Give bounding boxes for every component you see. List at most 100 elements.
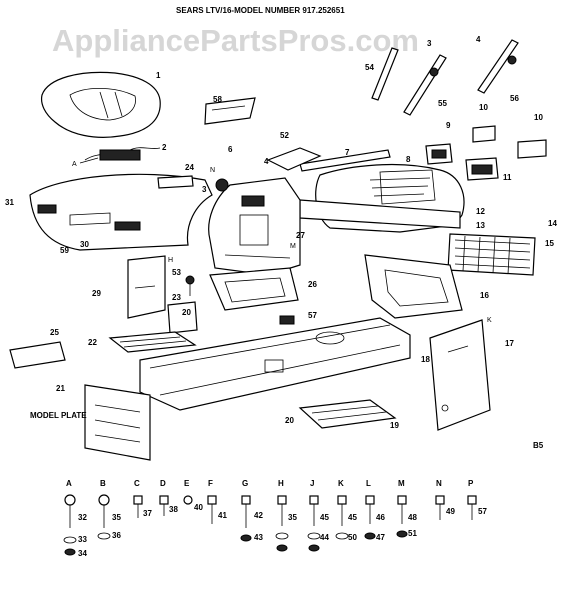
callout-27: 27 bbox=[296, 231, 305, 240]
hardware-p bbox=[467, 495, 477, 520]
callout-10-right: 10 bbox=[534, 113, 543, 122]
diagram-title: SEARS LTV/16-MODEL NUMBER 917.252651 bbox=[176, 6, 345, 15]
hw-letter-n: N bbox=[436, 479, 442, 488]
lens-part-9 bbox=[425, 143, 453, 165]
callout-17: 17 bbox=[505, 339, 514, 348]
callout-3: 3 bbox=[202, 185, 207, 194]
wire-harness-part-2 bbox=[79, 147, 161, 164]
knob-part-5 bbox=[215, 178, 229, 192]
decal-part-24 bbox=[157, 175, 194, 189]
hw-letter-h: H bbox=[278, 479, 284, 488]
rod-part-55 bbox=[403, 54, 447, 116]
hw-num-37: 37 bbox=[143, 509, 152, 518]
callout-23: 23 bbox=[172, 293, 181, 302]
hw-num-38: 38 bbox=[169, 505, 178, 514]
hw-num-35: 35 bbox=[112, 513, 121, 522]
callout-9: 9 bbox=[446, 121, 451, 130]
callout-61: 59 bbox=[60, 246, 69, 255]
hw-letter-k: K bbox=[338, 479, 344, 488]
frame-part-18 bbox=[139, 317, 411, 411]
trim-strip-part-7 bbox=[299, 149, 391, 172]
clip-part-59 bbox=[279, 315, 295, 325]
fender-part-30 bbox=[29, 173, 213, 251]
callout-letter-m: M bbox=[290, 243, 296, 250]
callout-53: 53 bbox=[172, 268, 181, 277]
callout-31: 31 bbox=[5, 198, 14, 207]
callout-16: 16 bbox=[480, 291, 489, 300]
hw-num-45-k: 45 bbox=[348, 513, 357, 522]
hw-num-32: 32 bbox=[78, 513, 87, 522]
hw-letter-j: J bbox=[310, 479, 314, 488]
callout-3-top: 3 bbox=[427, 39, 432, 48]
hardware-j bbox=[307, 495, 321, 552]
grille-part-15 bbox=[447, 233, 536, 276]
callout-26: 26 bbox=[308, 280, 317, 289]
footer-code: B5 bbox=[533, 441, 544, 450]
hw-num-49: 49 bbox=[446, 507, 455, 516]
hardware-l bbox=[364, 495, 376, 540]
hw-num-57: 57 bbox=[478, 507, 487, 516]
hw-num-51: 51 bbox=[408, 529, 417, 538]
callout-30: 30 bbox=[80, 240, 89, 249]
bracket-part-52 bbox=[266, 147, 322, 171]
callout-2: 2 bbox=[162, 143, 167, 152]
hardware-m bbox=[396, 495, 408, 538]
callout-56: 56 bbox=[510, 94, 519, 103]
callout-4: 4 bbox=[264, 157, 269, 166]
hw-letter-c: C bbox=[134, 479, 140, 488]
callout-18: 18 bbox=[421, 355, 430, 364]
hardware-a bbox=[63, 494, 77, 556]
hw-letter-a: A bbox=[66, 479, 72, 488]
hw-letter-p: P bbox=[468, 479, 474, 488]
callout-letter-k: K bbox=[487, 317, 492, 324]
rod-part-54 bbox=[371, 47, 399, 101]
callout-29: 29 bbox=[92, 289, 101, 298]
callout-6: 6 bbox=[228, 145, 233, 154]
callout-7: 7 bbox=[345, 148, 350, 157]
hw-num-43: 43 bbox=[254, 533, 263, 542]
callout-letter-a: A bbox=[72, 161, 77, 168]
side-cover-part-29 bbox=[127, 255, 166, 319]
callout-11: 11 bbox=[503, 173, 512, 182]
hw-letter-l: L bbox=[366, 479, 371, 488]
hw-letter-d: D bbox=[160, 479, 166, 488]
hardware-f bbox=[207, 495, 217, 524]
hardware-g bbox=[240, 495, 252, 542]
seat-part-1 bbox=[40, 71, 161, 138]
hw-letter-m: M bbox=[398, 479, 405, 488]
hw-num-42: 42 bbox=[254, 511, 263, 520]
callout-59: 57 bbox=[308, 311, 317, 320]
callout-54: 54 bbox=[365, 63, 374, 72]
callout-12: 12 bbox=[476, 207, 485, 216]
hw-num-45: 45 bbox=[320, 513, 329, 522]
hw-letter-f: F bbox=[208, 479, 213, 488]
callout-22: 22 bbox=[88, 338, 97, 347]
footrest-part-19 bbox=[298, 399, 397, 429]
side-panel-part-17 bbox=[429, 319, 491, 431]
callout-55: 55 bbox=[438, 99, 447, 108]
callout-25: 25 bbox=[50, 328, 59, 337]
hw-num-40: 40 bbox=[194, 503, 203, 512]
hardware-c bbox=[133, 495, 143, 518]
hw-num-48: 48 bbox=[408, 513, 417, 522]
hardware-d bbox=[159, 495, 169, 516]
hw-num-50: 50 bbox=[348, 533, 357, 542]
callout-1: 1 bbox=[156, 71, 161, 80]
hw-num-41: 41 bbox=[218, 511, 227, 520]
callout-20-top: 20 bbox=[182, 308, 191, 317]
hw-num-33: 33 bbox=[78, 535, 87, 544]
decal-part-58 bbox=[204, 97, 256, 125]
watermark: AppliancePartsPros.com bbox=[52, 23, 419, 58]
hw-num-46: 46 bbox=[376, 513, 385, 522]
callout-10-left: 10 bbox=[479, 103, 488, 112]
hw-letter-e: E bbox=[184, 479, 190, 488]
callout-14: 14 bbox=[548, 219, 557, 228]
callout-20: 20 bbox=[285, 416, 294, 425]
callout-24: 24 bbox=[185, 163, 194, 172]
base-plate-part-26 bbox=[209, 267, 299, 311]
callout-8: 8 bbox=[406, 155, 411, 164]
hw-num-36: 36 bbox=[112, 531, 121, 540]
footrest-part-22 bbox=[108, 331, 197, 353]
